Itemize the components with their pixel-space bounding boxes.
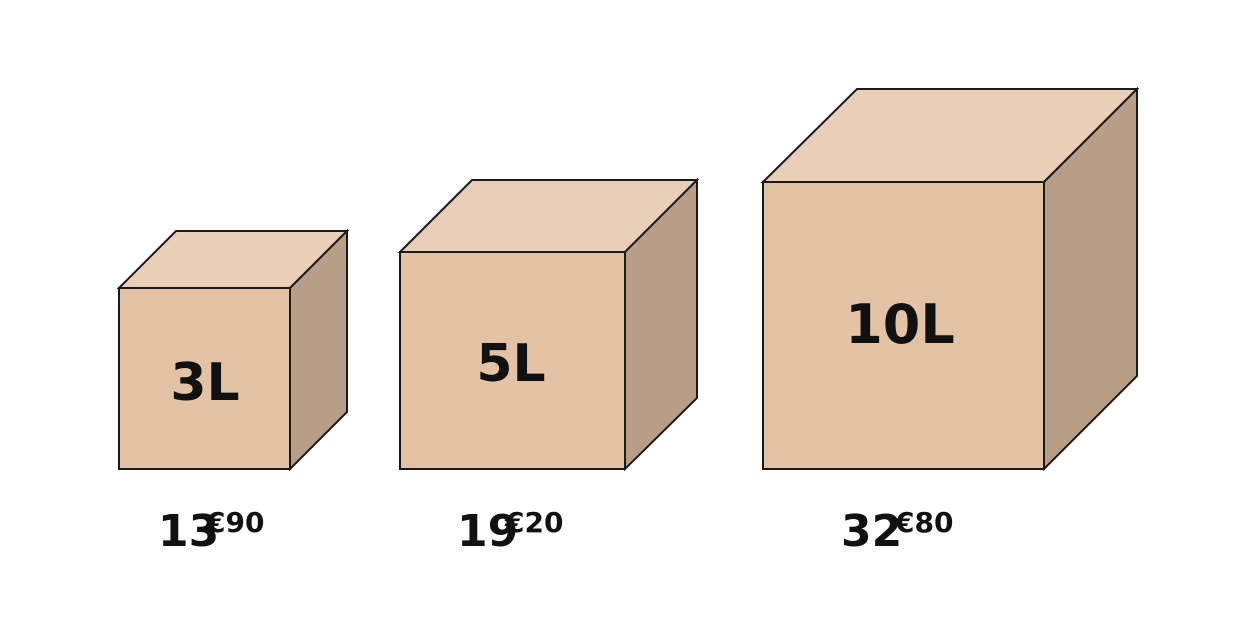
- box-3l-front-face: [118, 287, 291, 470]
- price-10l-cents: €80: [894, 506, 953, 539]
- price-3l-main: 13: [158, 506, 219, 557]
- price-5l: 19 €20: [457, 506, 563, 557]
- price-5l-main: 19: [457, 506, 518, 557]
- box-5l: 5L: [397, 177, 700, 472]
- price-3l-cents: €90: [205, 506, 264, 539]
- price-3l: 13 €90: [158, 506, 264, 557]
- box-10l-front-face: [762, 181, 1045, 470]
- box-5l-volume-label: 5L: [476, 334, 545, 394]
- price-10l: 32 €80: [841, 506, 953, 557]
- box-3l-volume-label: 3L: [170, 353, 239, 413]
- price-10l-main: 32: [841, 506, 902, 557]
- price-5l-cents: €20: [504, 506, 563, 539]
- box-10l: 10L: [760, 86, 1140, 472]
- box-5l-front-face: [399, 251, 626, 470]
- box-10l-volume-label: 10L: [845, 293, 955, 356]
- box-3l: 3L: [116, 228, 350, 472]
